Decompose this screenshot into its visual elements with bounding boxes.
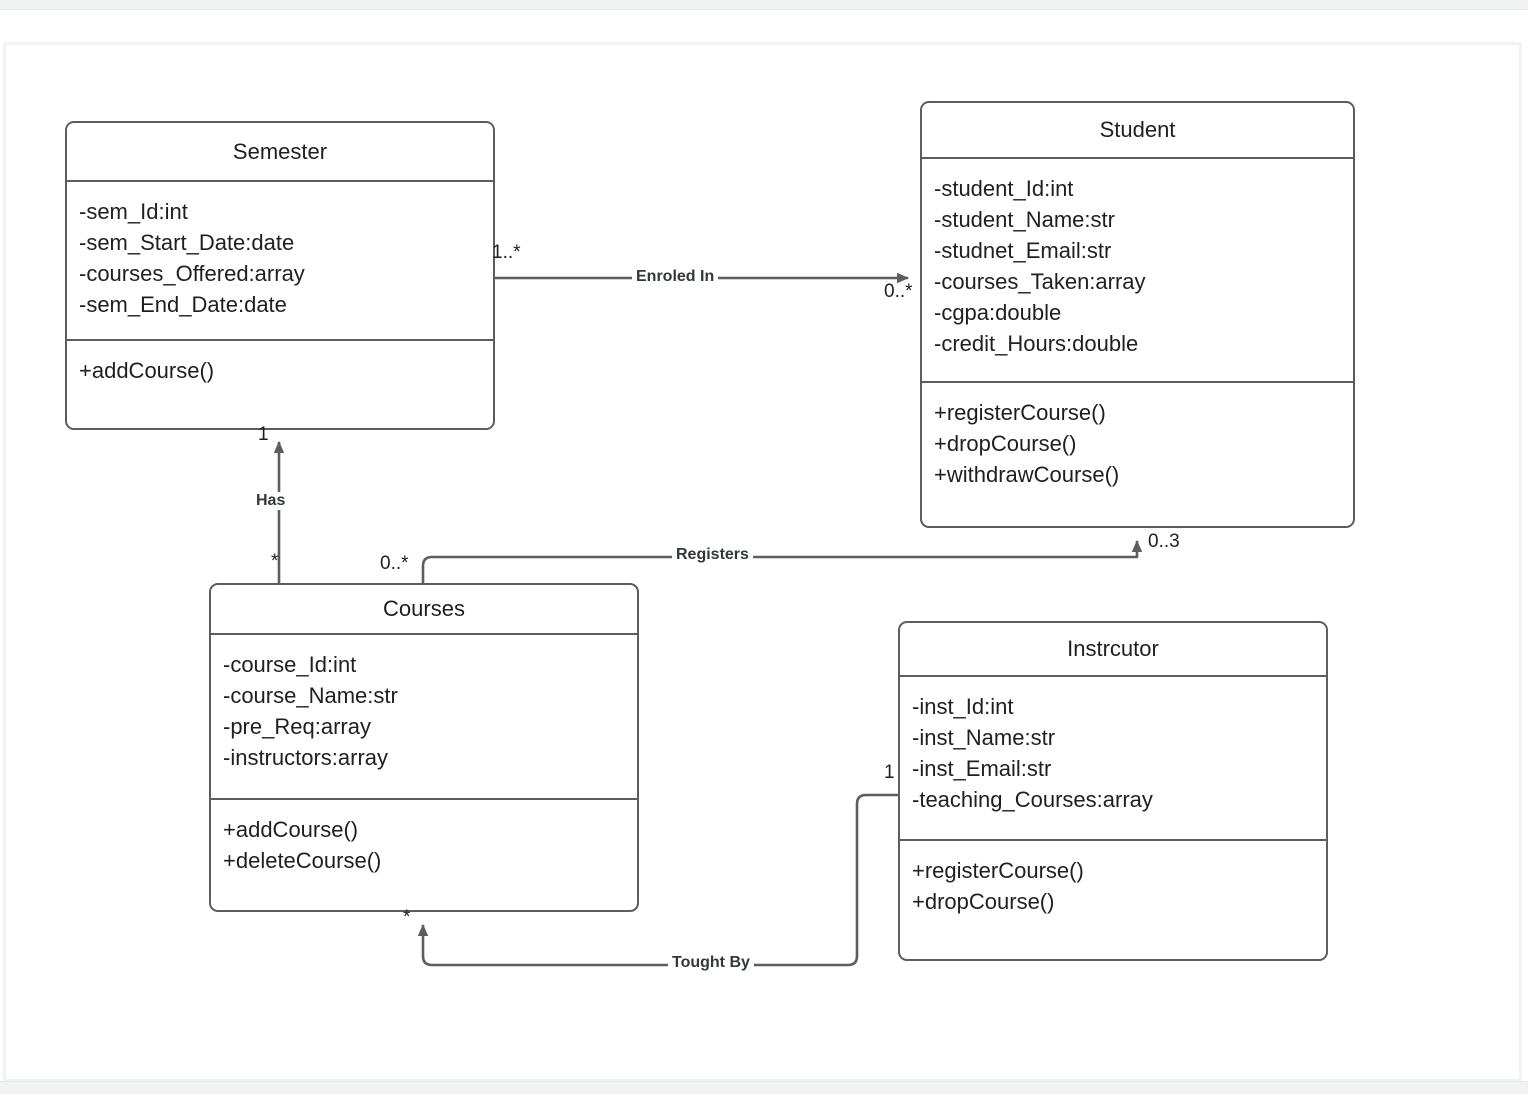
- attribute-row: -student_Name:str: [934, 207, 1115, 232]
- attribute-row: -credit_Hours:double: [934, 331, 1139, 356]
- attribute-row: -studnet_Email:str: [934, 238, 1112, 263]
- attribute-row: -inst_Id:int: [912, 694, 1014, 719]
- attribute-row: -course_Name:str: [223, 683, 398, 708]
- bottom-status-strip: [0, 1081, 1528, 1094]
- attribute-row: -cgpa:double: [934, 300, 1062, 325]
- attribute-row: -instructors:array: [223, 745, 389, 770]
- class-attributes-semester: -sem_Id:int -sem_Start_Date:date -course…: [67, 182, 493, 341]
- class-title-instructor: Instrcutor: [900, 623, 1326, 677]
- multiplicity-tought-by-source: 1: [884, 762, 895, 783]
- class-title-student: Student: [922, 103, 1353, 159]
- method-row: +addCourse(): [223, 817, 359, 842]
- attribute-row: -sem_Id:int: [79, 199, 188, 224]
- class-box-student[interactable]: Student -student_Id:int -student_Name:st…: [920, 101, 1355, 528]
- method-row: +deleteCourse(): [223, 848, 382, 873]
- attribute-row: -sem_Start_Date:date: [79, 230, 295, 255]
- attribute-row: -student_Id:int: [934, 176, 1074, 201]
- edge-label-enroled-in: Enroled In: [632, 268, 719, 286]
- attribute-row: -teaching_Courses:array: [912, 787, 1153, 812]
- attribute-row: -pre_Req:array: [223, 714, 371, 739]
- multiplicity-has-target: 1: [258, 424, 269, 445]
- class-methods-instructor: +registerCourse() +dropCourse(): [900, 841, 1326, 927]
- edge-tought-by: [417, 793, 898, 967]
- class-methods-semester: +addCourse(): [67, 341, 493, 396]
- class-attributes-student: -student_Id:int -student_Name:str -studn…: [922, 159, 1353, 383]
- class-attributes-instructor: -inst_Id:int -inst_Name:str -inst_Email:…: [900, 677, 1326, 841]
- class-methods-student: +registerCourse() +dropCourse() +withdra…: [922, 383, 1353, 500]
- method-row: +dropCourse(): [912, 889, 1055, 914]
- multiplicity-tought-by-target: *: [403, 907, 411, 928]
- class-title-courses: Courses: [211, 585, 637, 635]
- edge-label-registers: Registers: [672, 546, 753, 564]
- attribute-row: -course_Id:int: [223, 652, 357, 677]
- method-row: +registerCourse(): [912, 858, 1084, 883]
- attribute-row: -inst_Name:str: [912, 725, 1056, 750]
- top-toolbar-strip: [0, 0, 1528, 10]
- method-row: +withdrawCourse(): [934, 462, 1120, 487]
- multiplicity-registers-source: 0..*: [380, 553, 409, 574]
- method-row: +registerCourse(): [934, 400, 1106, 425]
- attribute-row: -inst_Email:str: [912, 756, 1052, 781]
- multiplicity-has-source: *: [271, 551, 279, 572]
- multiplicity-registers-target: 0..3: [1148, 531, 1180, 552]
- multiplicity-enroled-in-target: 0..*: [884, 281, 913, 302]
- multiplicity-enroled-in-source: 1..*: [492, 242, 521, 263]
- attribute-row: -sem_End_Date:date: [79, 292, 287, 317]
- class-title-semester: Semester: [67, 123, 493, 182]
- edge-registers: [421, 540, 1143, 583]
- class-box-semester[interactable]: Semester -sem_Id:int -sem_Start_Date:dat…: [65, 121, 495, 430]
- edge-label-tought-by: Tought By: [668, 954, 754, 972]
- attribute-row: -courses_Taken:array: [934, 269, 1146, 294]
- method-row: +dropCourse(): [934, 431, 1077, 456]
- class-box-courses[interactable]: Courses -course_Id:int -course_Name:str …: [209, 583, 639, 912]
- method-row: +addCourse(): [79, 358, 215, 383]
- class-attributes-courses: -course_Id:int -course_Name:str -pre_Req…: [211, 635, 637, 800]
- edge-label-has: Has: [252, 492, 290, 510]
- attribute-row: -courses_Offered:array: [79, 261, 305, 286]
- class-box-instructor[interactable]: Instrcutor -inst_Id:int -inst_Name:str -…: [898, 621, 1328, 961]
- class-methods-courses: +addCourse() +deleteCourse(): [211, 800, 637, 886]
